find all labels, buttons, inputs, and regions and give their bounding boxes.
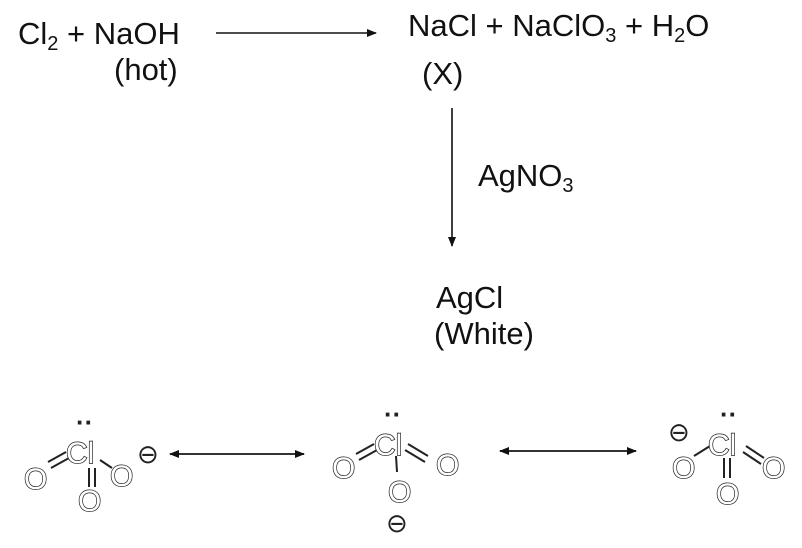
reactants: Cl2 + NaOH: [18, 16, 180, 54]
negative-charge-3: ⊖: [668, 417, 690, 447]
resonance-structure-1: Cl ·· O O O ⊖: [23, 407, 159, 519]
product-subscript-2: 2: [674, 25, 686, 47]
oxygen-atom-3b: O: [762, 452, 785, 485]
reagent-subscript: 3: [562, 175, 574, 197]
reagent-label: AgNO3: [478, 158, 574, 196]
reactant-cl-subscript: 2: [47, 33, 59, 55]
oxygen-atom-2a: O: [332, 452, 355, 485]
oxygen-atom-1b: O: [78, 485, 101, 518]
oxygen-atom-2c: O: [388, 476, 411, 509]
reactant-cl: Cl: [18, 16, 48, 51]
chlorine-atom-2: Cl: [374, 429, 402, 462]
product-plus-h: + H: [616, 8, 675, 43]
condition-label: (hot): [114, 52, 178, 87]
chlorine-atom-1: Cl: [66, 437, 94, 470]
oxygen-atom-1a: O: [24, 463, 47, 496]
oxygen-atom-2b: O: [436, 449, 459, 482]
label-x: (X): [422, 56, 464, 91]
oxygen-atom-3c: O: [716, 478, 739, 511]
negative-charge-2: ⊖: [386, 508, 408, 538]
resonance-structure-2: Cl ·· O O O ⊖: [331, 399, 460, 538]
negative-charge-1: ⊖: [137, 439, 159, 469]
lone-pair-3: ··: [720, 399, 737, 429]
oxygen-atom-1c: O: [110, 460, 133, 493]
reagent-agno: AgNO: [478, 158, 563, 193]
precipitate-label: AgCl: [436, 280, 504, 315]
precipitate-note: (White): [434, 316, 534, 351]
resonance-structure-3: Cl ·· ⊖ O O O: [668, 399, 786, 512]
lone-pair-1: ··: [76, 407, 93, 437]
chlorine-atom-3: Cl: [708, 429, 736, 462]
product-o: O: [685, 8, 710, 43]
oxygen-atom-3a: O: [672, 452, 695, 485]
product-nacl-naclo: NaCl + NaClO: [408, 8, 606, 43]
lone-pair-2: ··: [384, 399, 401, 429]
products: NaCl + NaClO3 + H2O: [408, 8, 710, 46]
product-subscript-3: 3: [605, 25, 617, 47]
reactant-naoh: + NaOH: [58, 16, 180, 51]
